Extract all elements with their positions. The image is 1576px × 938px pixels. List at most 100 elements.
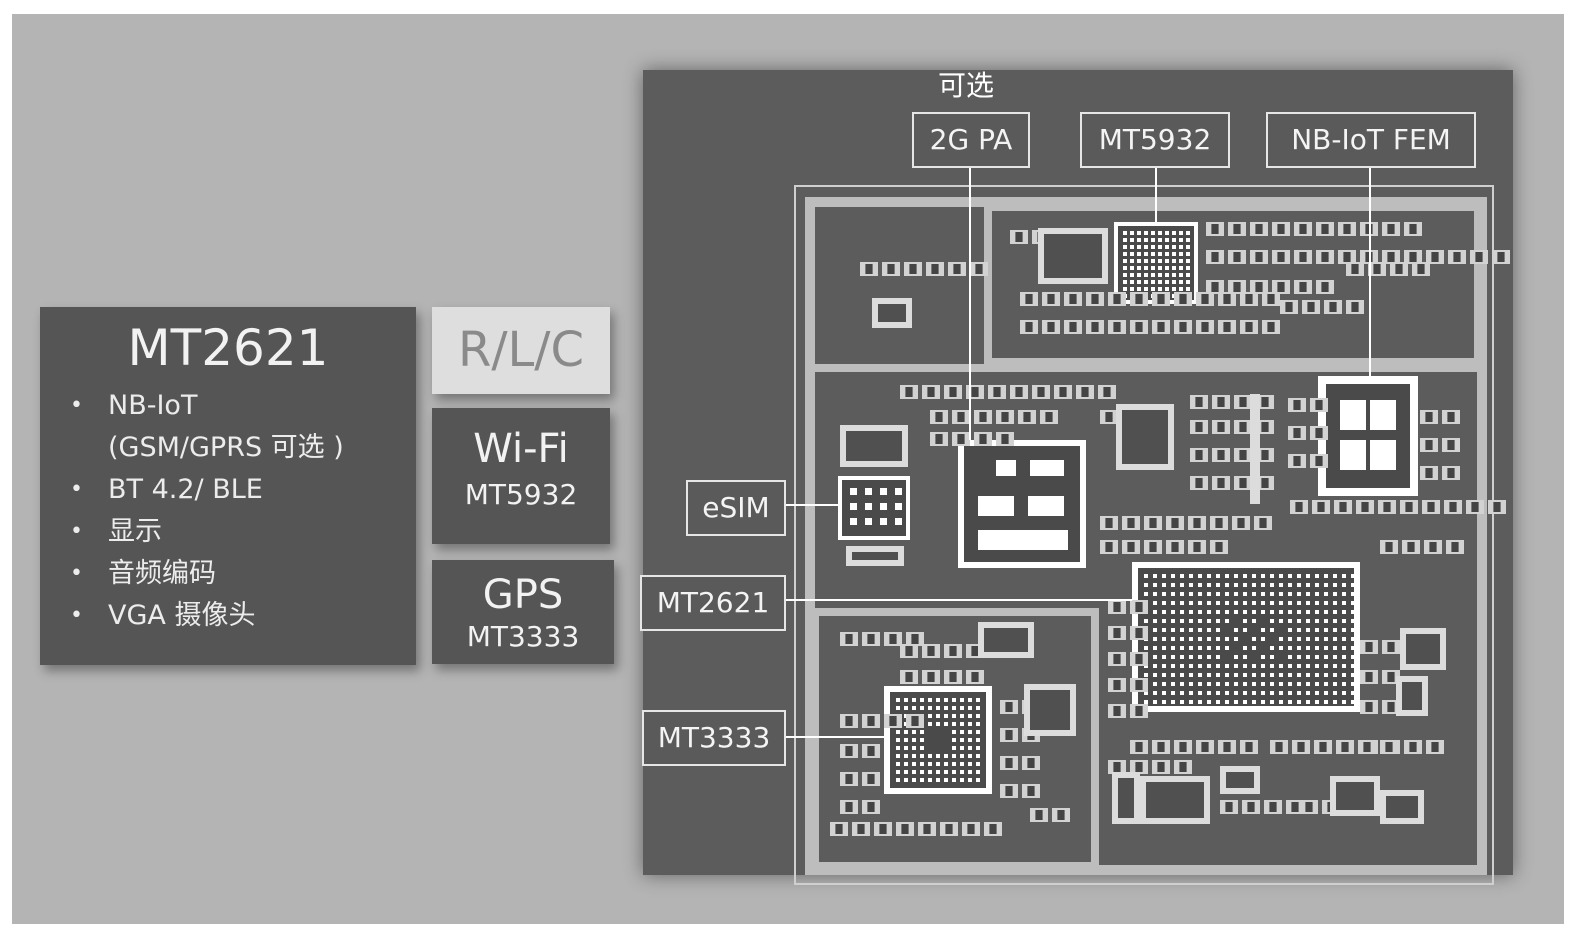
pad	[1172, 287, 1176, 291]
passive-body	[949, 387, 957, 397]
pad	[1333, 619, 1337, 623]
passive-body	[1047, 322, 1055, 332]
pad	[1172, 280, 1176, 284]
pad	[1198, 682, 1202, 686]
passive-body	[1135, 680, 1143, 690]
passive-body	[1293, 400, 1301, 410]
pad	[1297, 646, 1301, 650]
passive-body	[1449, 502, 1457, 512]
pad	[896, 754, 900, 758]
pad	[1123, 287, 1127, 291]
pad	[1252, 592, 1256, 596]
pad	[1179, 273, 1183, 277]
pad	[1153, 574, 1157, 578]
pad	[1234, 664, 1238, 668]
pad	[896, 746, 900, 750]
pad	[1216, 682, 1220, 686]
passive-body	[1239, 422, 1247, 432]
pad	[936, 714, 940, 718]
pad	[1172, 231, 1176, 235]
pad	[1351, 655, 1355, 659]
pad	[1180, 601, 1184, 605]
pad	[1158, 252, 1162, 256]
pad	[1216, 628, 1220, 632]
pad	[1324, 601, 1328, 605]
pad	[1153, 583, 1157, 587]
passive-body	[1447, 412, 1455, 422]
pad	[1297, 664, 1301, 668]
pad	[1189, 655, 1193, 659]
pad	[1186, 287, 1190, 291]
pad	[1189, 673, 1193, 677]
passive-body	[1015, 387, 1023, 397]
pad	[1252, 574, 1256, 578]
passive-body	[927, 672, 935, 682]
pad	[928, 778, 932, 782]
passive-body	[1447, 440, 1455, 450]
pad	[1306, 601, 1310, 605]
passive-body	[1217, 478, 1225, 488]
pad	[1234, 574, 1238, 578]
passive-body	[1215, 518, 1223, 528]
passive-body	[1387, 672, 1395, 682]
pad	[1270, 610, 1274, 614]
pad	[1342, 673, 1346, 677]
pad	[1216, 664, 1220, 668]
pad	[1342, 691, 1346, 695]
pad	[1165, 259, 1169, 263]
pad	[1180, 664, 1184, 668]
pad	[1179, 266, 1183, 270]
pad	[1234, 673, 1238, 677]
pad	[920, 706, 924, 710]
pad	[1158, 245, 1162, 249]
pad	[1333, 628, 1337, 632]
passive-body	[1179, 322, 1187, 332]
component-body	[846, 431, 902, 461]
pad	[1144, 574, 1148, 578]
pad	[1137, 252, 1141, 256]
pad	[1288, 655, 1292, 659]
passive-body	[1149, 518, 1157, 528]
pad	[1270, 574, 1274, 578]
passive-body	[1409, 252, 1417, 262]
pad	[1315, 682, 1319, 686]
passive-body	[1005, 786, 1013, 796]
passive-body	[979, 434, 987, 444]
pad	[1351, 574, 1355, 578]
pad	[896, 706, 900, 710]
pad	[1225, 610, 1229, 614]
passive-body	[905, 672, 913, 682]
passive-body	[1113, 602, 1121, 612]
pad	[1324, 664, 1328, 668]
passive-body	[1471, 502, 1479, 512]
pad	[1162, 700, 1166, 704]
passive-body	[1317, 502, 1325, 512]
callout-mt2621: MT2621	[640, 575, 786, 631]
callout-esim: eSIM	[686, 480, 786, 536]
pad	[1243, 592, 1247, 596]
pad	[1171, 646, 1175, 650]
pad	[1171, 700, 1175, 704]
component-body	[1122, 410, 1168, 464]
pad	[912, 770, 916, 774]
pad	[1207, 628, 1211, 632]
spec-item-label: BT 4.2/ BLE	[108, 474, 263, 505]
pad	[904, 738, 908, 742]
module-gps: GPS MT3333	[432, 560, 614, 664]
pad	[1158, 273, 1162, 277]
pad	[1252, 682, 1256, 686]
pad	[928, 698, 932, 702]
pad	[1225, 700, 1229, 704]
pad	[1216, 574, 1220, 578]
pad	[1324, 628, 1328, 632]
pad	[1130, 259, 1134, 263]
pad	[1153, 592, 1157, 596]
passive-body	[1091, 294, 1099, 304]
pad	[1198, 664, 1202, 668]
pad	[1216, 655, 1220, 659]
passive-body	[1233, 282, 1241, 292]
pad	[1297, 583, 1301, 587]
pad	[1162, 583, 1166, 587]
pad	[1234, 700, 1238, 704]
pad	[1162, 619, 1166, 623]
